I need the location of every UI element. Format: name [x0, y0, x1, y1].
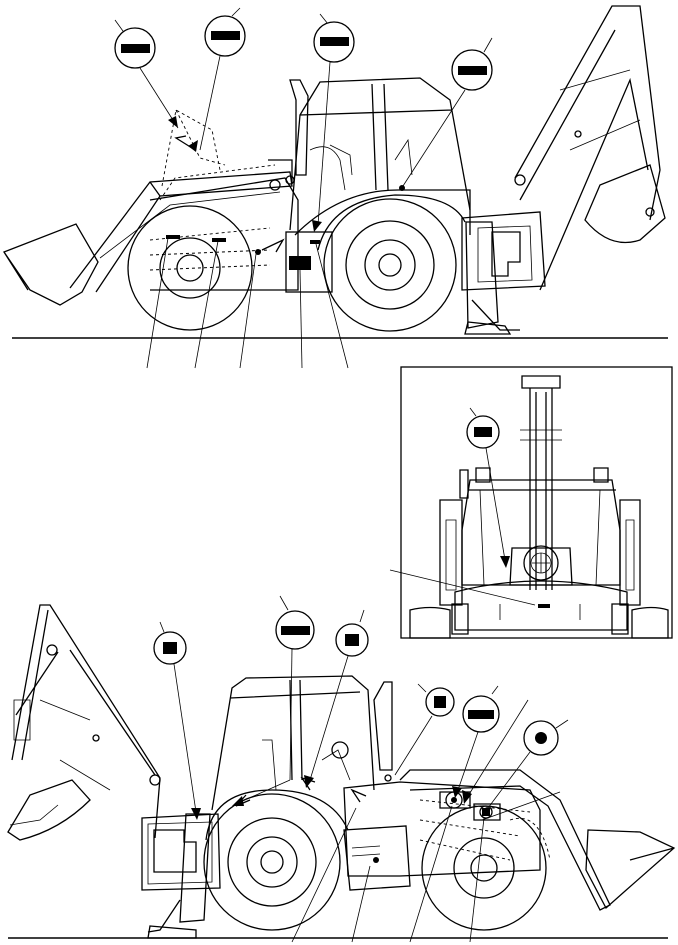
stabilizer-right-view	[147, 813, 211, 933]
right-view-bottom-leaders	[291, 805, 485, 943]
left-side-view	[3, 5, 668, 339]
decal-loader-pivot	[451, 797, 457, 803]
left-view-bottom-leaders	[146, 237, 349, 369]
rear-wheel-left-view	[323, 198, 457, 332]
engine-hood-left-view	[149, 177, 299, 291]
label-callout-1[interactable]	[114, 19, 179, 129]
cab-left-view	[289, 77, 471, 231]
decal-on-toolbox-small	[310, 240, 320, 244]
loader-bucket-left-view	[3, 223, 99, 306]
front-wheel-right-view	[421, 805, 547, 931]
exhaust-stack-right-view	[373, 681, 393, 771]
rear-frame-right-view	[141, 813, 221, 891]
loader-arm-left-view	[69, 171, 293, 293]
label-callout-8[interactable]	[394, 683, 455, 776]
steering-wheel-front-view	[523, 545, 559, 581]
label-callout-10[interactable]	[462, 699, 529, 804]
front-wheel-left-view	[127, 205, 253, 331]
right-view-side-leader	[481, 791, 561, 821]
right-side-view	[7, 604, 676, 939]
label-callout-6[interactable]	[232, 595, 315, 806]
rear-fender-left-view	[317, 194, 466, 251]
engine-hood-right-view	[343, 781, 541, 877]
exhaust-stack-left-view	[289, 79, 309, 176]
stabilizer-left-view	[465, 221, 520, 331]
inset-leader-line	[389, 569, 536, 606]
decal-on-hood-1	[166, 235, 180, 239]
label-callout-5[interactable]	[153, 621, 201, 820]
rear-frame-left-view	[461, 211, 546, 291]
label-callout-2[interactable]	[188, 7, 246, 152]
backhoe-boom-left-view	[514, 5, 661, 291]
front-view-inset	[389, 366, 673, 639]
decal-on-hood-2	[212, 238, 226, 242]
left-view-callouts	[114, 7, 493, 369]
label-callout-inset[interactable]	[466, 407, 510, 568]
decal-front-hood	[538, 604, 550, 608]
backhoe-boom-right-view	[11, 604, 161, 839]
decal-loader-arm	[482, 808, 490, 816]
inset-frame	[400, 366, 673, 639]
backhoe-bucket-right-view	[7, 779, 91, 841]
label-callout-11[interactable]	[487, 719, 569, 809]
decal-side-panel	[373, 857, 379, 863]
decal-on-side-dot	[255, 249, 261, 255]
raised-hood-outline	[161, 109, 226, 187]
backhoe-bucket-left-view	[584, 164, 666, 244]
label-callout-4[interactable]	[399, 37, 493, 191]
rear-wheel-right-view	[203, 793, 341, 931]
cab-right-view	[211, 675, 375, 811]
decal-on-toolbox-large	[289, 256, 311, 270]
side-toolbox-left-view	[285, 231, 333, 293]
label-callout-3[interactable]	[312, 13, 355, 232]
label-callout-9[interactable]	[452, 685, 500, 798]
loader-bucket-right-view	[585, 829, 676, 910]
label-callout-7[interactable]	[304, 609, 369, 788]
rear-fender-right-view	[205, 789, 349, 841]
right-view-callouts	[153, 595, 569, 943]
